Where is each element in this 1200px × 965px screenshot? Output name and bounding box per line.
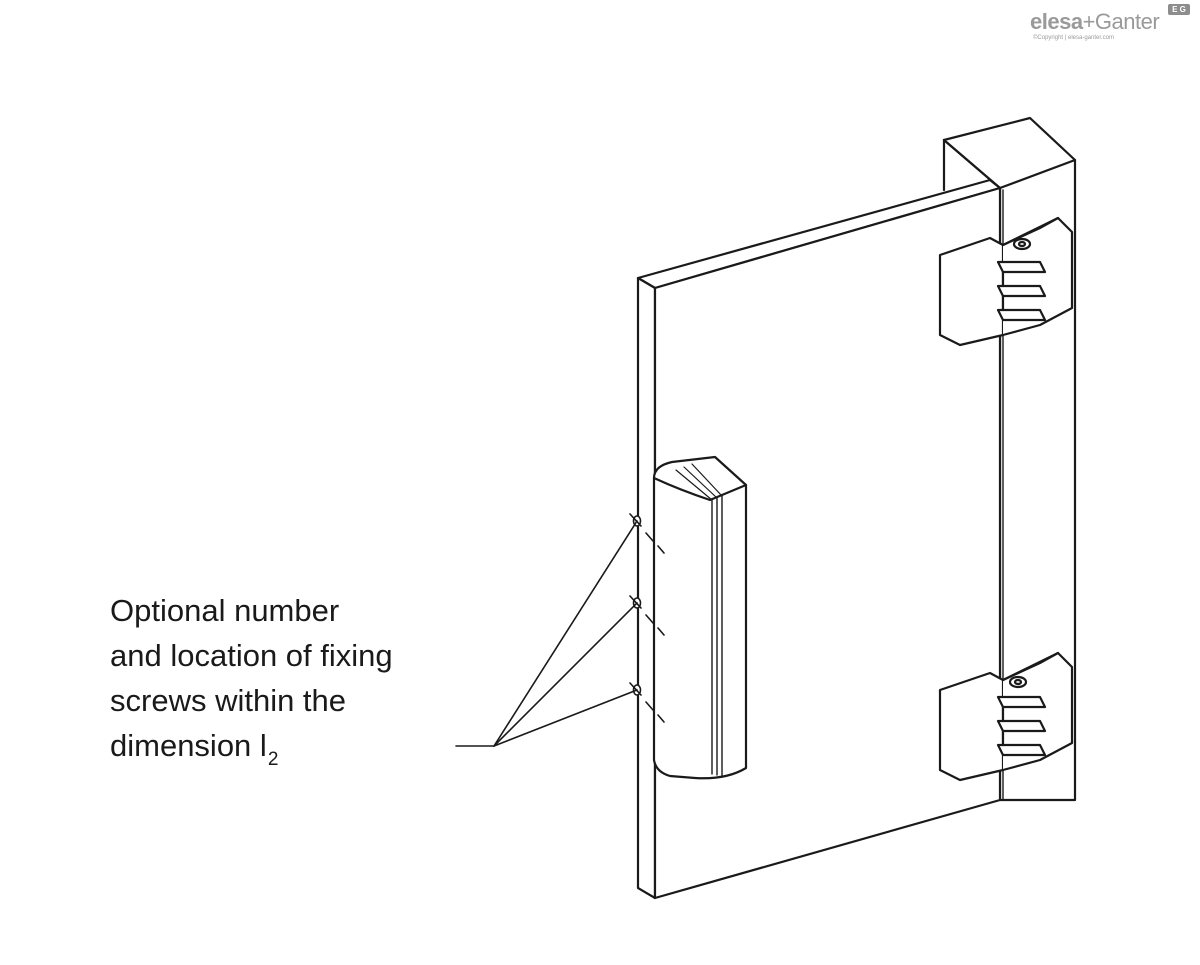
logo-copyright: ©Copyright | elesa-ganter.com <box>1033 35 1115 41</box>
callout-line-1: Optional number <box>110 593 340 628</box>
logo-brand-left: elesa <box>1030 9 1083 34</box>
fixing-screws-callout: Optional number and location of fixing s… <box>110 588 393 773</box>
callout-line-2: and location of fixing <box>110 638 393 673</box>
logo-wordmark: elesa+Ganter <box>1030 9 1160 35</box>
logo-plus: + <box>1082 9 1096 34</box>
callout-line-3: screws within the <box>110 683 347 718</box>
logo-badge: E G <box>1168 4 1190 15</box>
callout-leader-lines <box>455 520 638 747</box>
logo-brand-right: Ganter <box>1094 9 1160 34</box>
pull-handle <box>652 455 748 780</box>
lower-hinge <box>938 651 1074 782</box>
callout-line-4-text: dimension l <box>110 728 267 763</box>
elesa-ganter-logo: elesa+Ganter E G ©Copyright | elesa-gant… <box>1028 4 1196 46</box>
callout-line-4: dimension l2 <box>110 723 393 773</box>
callout-subscript: 2 <box>267 749 279 770</box>
upper-hinge <box>938 216 1074 347</box>
